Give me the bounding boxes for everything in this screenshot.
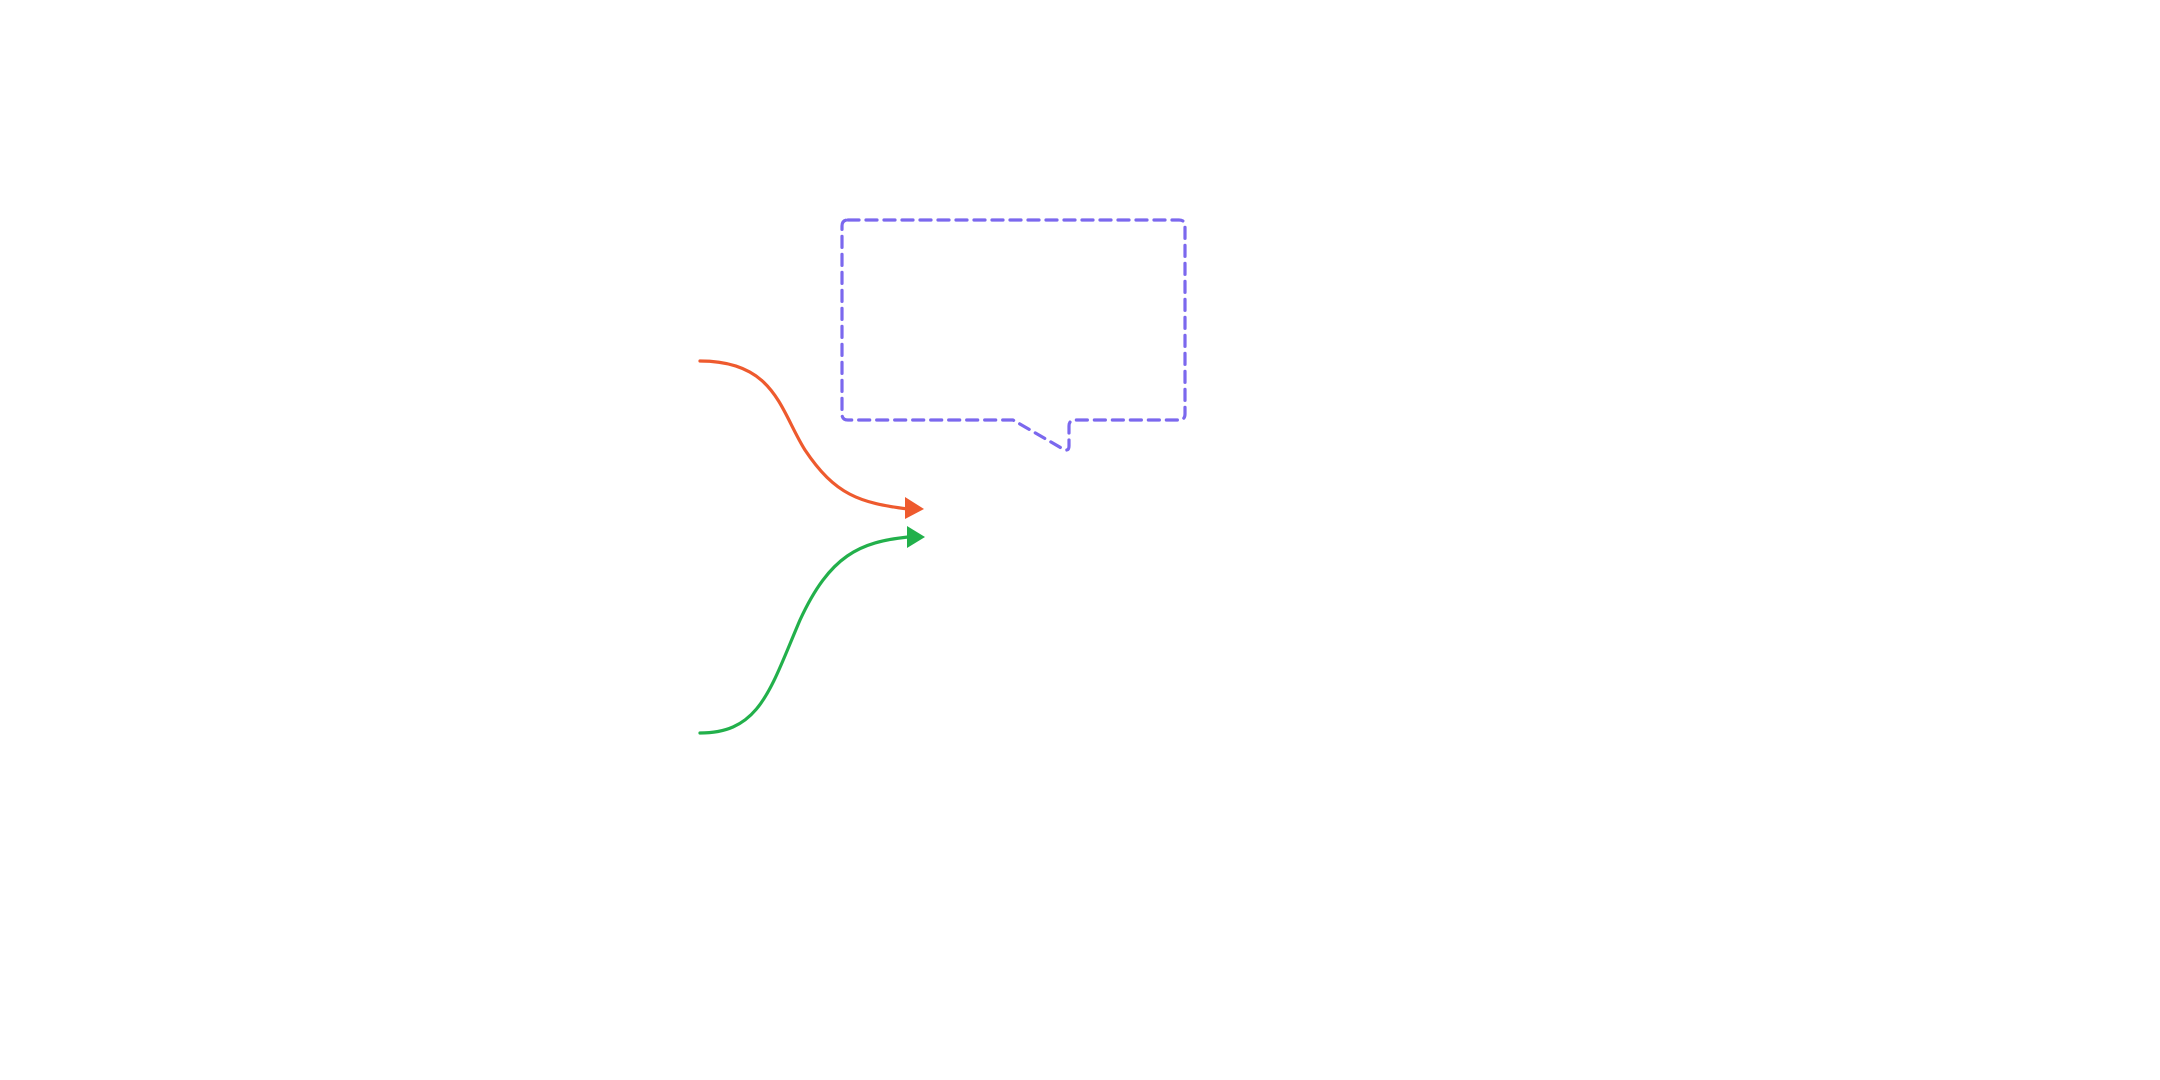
speech-bubble-outline <box>840 218 1187 452</box>
orange-arrowhead <box>905 497 924 519</box>
green-connector-line <box>698 535 910 735</box>
orange-connector[interactable] <box>698 359 924 519</box>
orange-connector-line <box>698 359 910 511</box>
speech-bubble-callout[interactable] <box>840 218 1187 452</box>
green-arrowhead <box>907 526 925 548</box>
green-connector[interactable] <box>698 526 925 735</box>
